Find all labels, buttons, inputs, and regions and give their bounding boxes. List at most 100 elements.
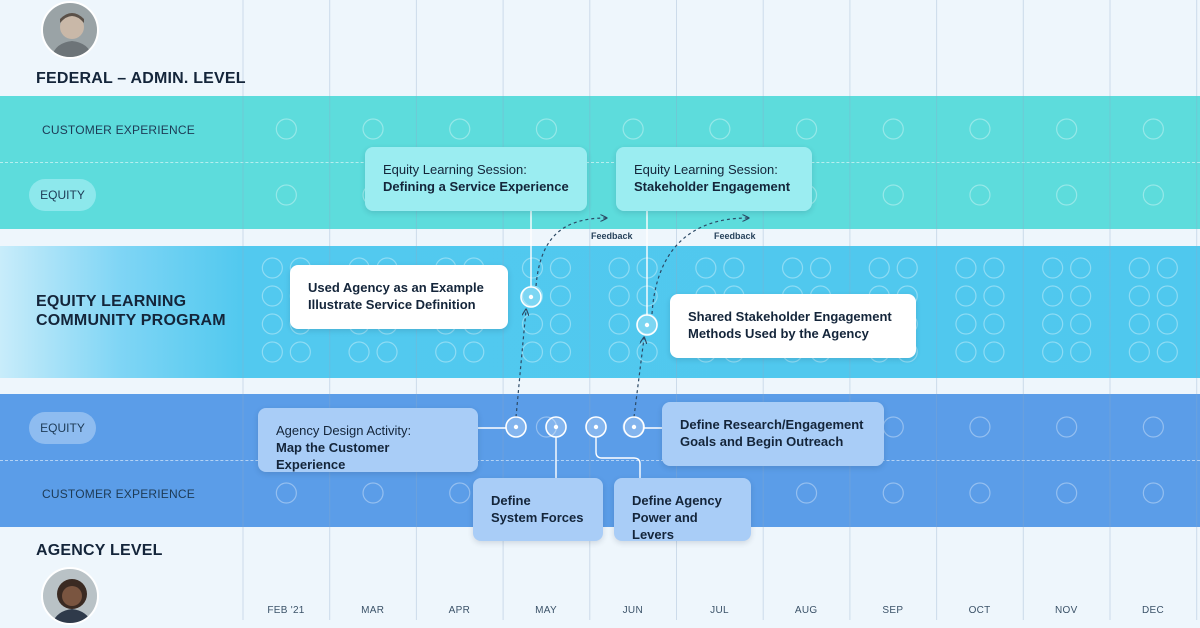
schedule-circle — [1056, 118, 1078, 140]
schedule-circle — [362, 482, 384, 504]
schedule-circle — [275, 118, 297, 140]
card-line1: Agency Design Activity: — [276, 423, 412, 438]
program-circle — [1128, 341, 1150, 363]
federal-avatar — [41, 1, 99, 59]
program-circle — [983, 313, 1005, 335]
month-label: APR — [448, 605, 471, 616]
card-line1: Used Agency as an Example — [308, 280, 484, 295]
community-title-line1: EQUITY LEARNING — [36, 293, 187, 310]
month-label: MAY — [535, 605, 557, 616]
program-circle — [1070, 257, 1092, 279]
program-circle — [521, 313, 544, 335]
schedule-circle — [795, 482, 818, 504]
federal-row-divider — [0, 162, 1200, 163]
schedule-circle — [882, 118, 904, 140]
card-line1: Define Agency — [632, 493, 722, 508]
program-circle — [549, 313, 572, 335]
connector-line — [595, 437, 641, 478]
program-circle — [983, 341, 1005, 363]
card-line2: Power and Levers — [632, 510, 698, 542]
schedule-circle — [1056, 184, 1078, 206]
schedule-circle — [969, 482, 991, 504]
program-circle — [1070, 285, 1092, 307]
schedule-circle — [1142, 416, 1164, 438]
dashed-arrow — [515, 310, 526, 418]
program-circle — [521, 285, 544, 307]
program-circle — [1070, 341, 1092, 363]
card-line1: Equity Learning Session: — [634, 162, 778, 177]
card-line1: Define — [491, 493, 531, 508]
schedule-circle — [709, 118, 731, 140]
milestone-dot — [593, 424, 599, 430]
program-circle — [261, 257, 283, 279]
feedback-label-2: Feedback — [714, 231, 756, 241]
agency-avatar-photo-icon — [43, 569, 97, 623]
program-circle — [261, 341, 283, 363]
milestone-dot — [513, 424, 519, 430]
card-session-stakeholder-engagement[interactable]: Equity Learning Session: Stakeholder Eng… — [616, 147, 812, 211]
schedule-circle — [275, 482, 297, 504]
federal-customer-experience-label: CUSTOMER EXPERIENCE — [42, 123, 195, 137]
program-circle — [983, 257, 1005, 279]
agency-row-divider — [0, 460, 1200, 461]
card-line1: Equity Learning Session: — [383, 162, 527, 177]
program-circle — [549, 285, 572, 307]
schedule-circle — [882, 482, 904, 504]
program-circle — [695, 257, 717, 279]
community-program-title: EQUITY LEARNING COMMUNITY PROGRAM — [36, 292, 226, 330]
agency-equity-pill: EQUITY — [29, 412, 96, 444]
community-title-line2: COMMUNITY PROGRAM — [36, 312, 226, 329]
schedule-circle — [969, 184, 991, 206]
community-band — [0, 246, 1200, 378]
card-line2: Illustrate Service Definition — [308, 297, 476, 312]
program-circle — [955, 257, 977, 279]
program-circle — [348, 341, 370, 363]
program-circle — [549, 257, 572, 279]
month-label: SEP — [882, 605, 904, 616]
month-label: MAR — [361, 605, 385, 616]
month-label: FEB '21 — [267, 605, 305, 616]
card-agency-example[interactable]: Used Agency as an Example Illustrate Ser… — [290, 265, 508, 329]
month-label: DEC — [1141, 605, 1164, 616]
card-line2: System Forces — [491, 510, 584, 525]
schedule-circle — [1142, 184, 1164, 206]
program-circle — [608, 257, 630, 279]
schedule-circle — [795, 118, 818, 140]
card-agency-design-activity[interactable]: Agency Design Activity: Map the Customer… — [258, 408, 478, 472]
card-line2: Defining a Service Experience — [383, 179, 569, 194]
agency-avatar — [41, 567, 99, 625]
schedule-circle — [362, 118, 384, 140]
milestone-dot — [528, 294, 534, 300]
schedule-circle — [882, 416, 904, 438]
program-circle — [608, 285, 630, 307]
program-circle — [549, 341, 572, 363]
program-circle — [435, 341, 457, 363]
program-circle — [1128, 257, 1150, 279]
program-circle — [608, 341, 630, 363]
program-circle — [289, 341, 311, 363]
program-circle — [1070, 313, 1092, 335]
month-label: JUN — [622, 605, 643, 616]
schedule-circle — [622, 118, 644, 140]
card-session-service-experience[interactable]: Equity Learning Session: Defining a Serv… — [365, 147, 587, 211]
program-circle — [636, 341, 658, 363]
schedule-circle — [1056, 416, 1078, 438]
program-circle — [1042, 341, 1064, 363]
schedule-circle — [1056, 482, 1078, 504]
program-circle — [868, 257, 890, 279]
milestone-dot — [644, 322, 650, 328]
program-circle — [521, 341, 544, 363]
card-system-forces[interactable]: Define System Forces — [473, 478, 603, 541]
program-circle — [463, 341, 485, 363]
federal-avatar-photo-icon — [43, 3, 97, 57]
schedule-circle — [882, 184, 904, 206]
card-agency-power[interactable]: Define Agency Power and Levers — [614, 478, 751, 542]
card-line2: Stakeholder Engagement — [634, 179, 791, 194]
program-circle — [1156, 257, 1178, 279]
program-circle — [781, 257, 804, 279]
program-circle — [376, 341, 398, 363]
schedule-circle — [275, 184, 297, 206]
card-shared-methods[interactable]: Shared Stakeholder Engagement Methods Us… — [670, 294, 916, 358]
card-research-goals[interactable]: Define Research/Engagement Goals and Beg… — [662, 402, 884, 466]
dashed-arrow — [633, 338, 644, 418]
